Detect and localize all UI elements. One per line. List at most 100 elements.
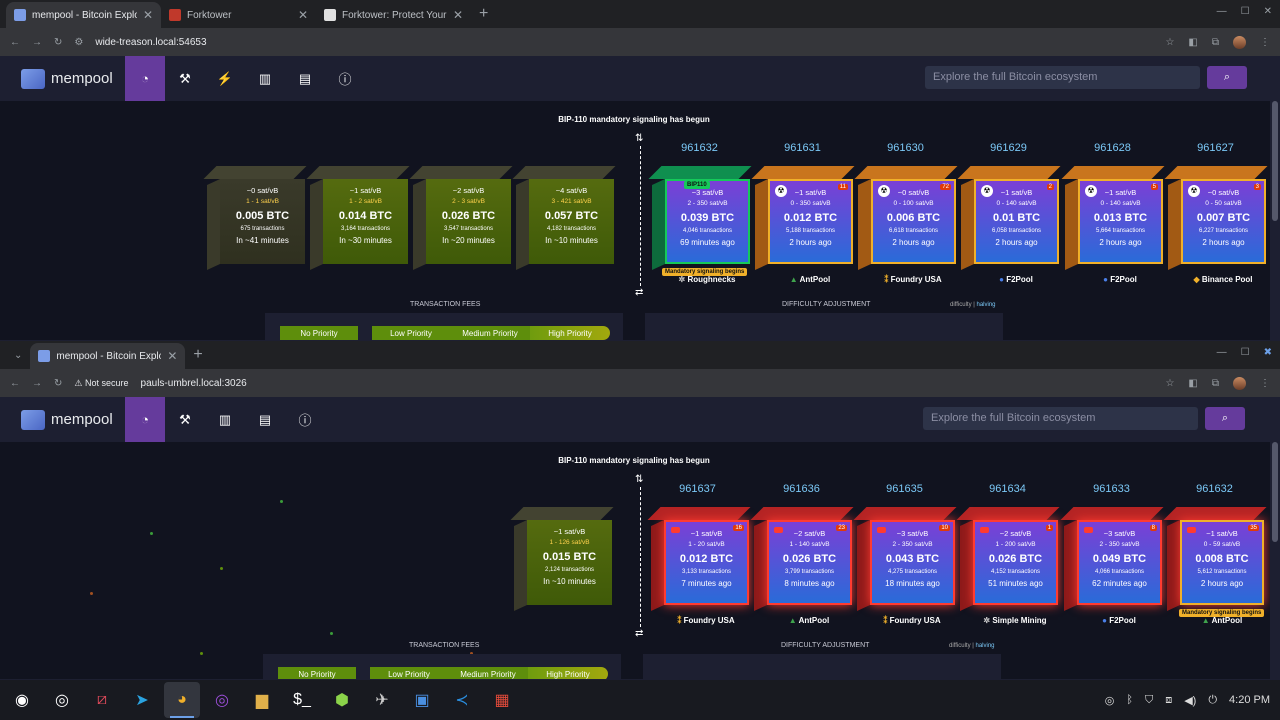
close-tab-icon[interactable]: ✕ — [452, 8, 463, 22]
swap-horizontal-icon[interactable]: ⇄ — [635, 628, 644, 639]
new-tab-button[interactable]: + — [193, 346, 203, 363]
bird-icon[interactable]: ✈ — [375, 692, 389, 709]
new-tab-button[interactable]: + — [479, 5, 489, 22]
swap-vertical-icon[interactable]: ⇅ — [635, 133, 644, 144]
mining-hammer-icon[interactable]: ⚒ — [179, 411, 191, 427]
close-window-icon[interactable]: ✖ — [1263, 347, 1272, 358]
dashboard-icon[interactable]: ◔ — [125, 56, 165, 101]
cube-icon[interactable]: ⬢ — [335, 692, 349, 709]
pending-block[interactable]: ~1 sat/vB 1 - 2 sat/vB 0.014 BTC 3,164 t… — [306, 166, 410, 271]
tab-forktower[interactable]: Forktower ✕ — [161, 2, 316, 28]
maximize-icon[interactable]: ☐ — [1240, 347, 1250, 358]
pool-name[interactable]: ⁑ Foundry USA — [651, 616, 761, 625]
mined-block[interactable]: 23 ~2 sat/vB 1 - 140 sat/vB 0.026 BTC 3,… — [750, 507, 854, 612]
site-info-icon[interactable]: ⚙ — [74, 36, 84, 48]
pool-name[interactable]: ● F2Pool — [961, 275, 1071, 284]
pending-block[interactable]: ~2 sat/vB 2 - 3 sat/vB 0.026 BTC 3,547 t… — [409, 166, 513, 271]
extension-icon[interactable]: ◧ — [1188, 36, 1198, 48]
close-window-icon[interactable]: ✕ — [1263, 6, 1272, 17]
menu-kebab-icon[interactable]: ⋮ — [1260, 36, 1270, 48]
shield-icon[interactable]: ⛉ — [1144, 693, 1154, 706]
mined-block[interactable]: 16 ~1 sat/vB 1 - 20 sat/vB 0.012 BTC 3,1… — [647, 507, 751, 612]
bluetooth-icon[interactable]: ᛒ — [1126, 694, 1133, 706]
search-button[interactable]: ⌕ — [1207, 66, 1247, 89]
mining-hammer-icon[interactable]: ⚒ — [179, 70, 191, 86]
block-height[interactable]: 961632 — [681, 142, 718, 154]
mined-block[interactable]: 1 ~2 sat/vB 1 - 200 sat/vB 0.026 BTC 4,1… — [956, 507, 1060, 612]
docs-icon[interactable]: ▤ — [258, 411, 272, 427]
pool-name[interactable]: ● F2Pool — [1064, 616, 1174, 625]
vscode-icon[interactable]: ≺ — [455, 692, 469, 709]
search-input[interactable]: Explore the full Bitcoin ecosystem — [923, 407, 1198, 430]
tor-icon[interactable]: ◎ — [215, 692, 229, 709]
info-icon[interactable]: ⓘ — [298, 413, 312, 428]
reload-icon[interactable]: ↻ — [54, 377, 63, 389]
mined-block[interactable]: ☢11 ~1 sat/vB 0 - 350 sat/vB 0.012 BTC 5… — [751, 166, 855, 271]
block-height[interactable]: 961631 — [784, 142, 821, 154]
search-input[interactable]: Explore the full Bitcoin ecosystem — [925, 66, 1200, 89]
extensions-puzzle-icon[interactable]: ⧉ — [1211, 36, 1219, 48]
profile-avatar[interactable] — [1233, 35, 1246, 49]
mined-block[interactable]: 35 ~1 sat/vB 0 - 59 sat/vB 0.008 BTC 5,6… — [1163, 507, 1267, 612]
block-height[interactable]: 961635 — [886, 483, 923, 495]
mined-block[interactable]: ~3 sat/vB 2 - 350 sat/vB 0.039 BTC 4,046… — [648, 166, 752, 271]
files-icon[interactable]: ▆ — [255, 692, 269, 709]
bookmark-star-icon[interactable]: ☆ — [1165, 377, 1175, 389]
block-height[interactable]: 961632 — [1196, 483, 1233, 495]
bookmark-star-icon[interactable]: ☆ — [1165, 36, 1175, 48]
block-height[interactable]: 961629 — [990, 142, 1027, 154]
search-button[interactable]: ⌕ — [1205, 407, 1245, 430]
extension-icon[interactable]: ◧ — [1188, 377, 1198, 389]
difficulty-link[interactable]: difficulty — [949, 643, 971, 649]
pool-name[interactable]: ▲ AntPool — [755, 275, 865, 284]
graphs-icon[interactable]: ▥ — [258, 70, 272, 86]
close-tab-icon[interactable]: ✕ — [167, 349, 178, 363]
pool-name[interactable]: ✲ Roughnecks — [652, 275, 762, 284]
telegram-icon[interactable]: ➤ — [135, 692, 149, 709]
block-height[interactable]: 961634 — [989, 483, 1026, 495]
terminal-icon[interactable]: $_ — [293, 691, 311, 708]
difficulty-link[interactable]: difficulty — [950, 302, 972, 308]
obs-icon[interactable]: ◎ — [55, 692, 69, 709]
chrome-icon[interactable]: ◕ — [164, 682, 200, 718]
network-icon[interactable]: ⧈ — [1165, 693, 1173, 706]
pending-block[interactable]: ~0 sat/vB 1 - 1 sat/vB 0.005 BTC 675 tra… — [203, 166, 307, 271]
mempool-logo[interactable]: mempool — [0, 409, 125, 430]
docs-icon[interactable]: ▤ — [298, 70, 312, 86]
block-height[interactable]: 961637 — [679, 483, 716, 495]
info-icon[interactable]: ⓘ — [338, 72, 352, 87]
block-height[interactable]: 961628 — [1094, 142, 1131, 154]
difficulty-toggle[interactable]: difficulty | halving — [949, 643, 995, 649]
tab-mempool[interactable]: mempool - Bitcoin Explorer ✕ — [6, 2, 161, 28]
pending-block[interactable]: ~4 sat/vB 3 - 421 sat/vB 0.057 BTC 4,182… — [512, 166, 616, 271]
mined-block[interactable]: 8 ~3 sat/vB 2 - 350 sat/vB 0.049 BTC 4,0… — [1060, 507, 1164, 612]
pool-name[interactable]: ▲ AntPool — [1167, 616, 1277, 625]
pending-block[interactable]: ~1 sat/vB 1 - 126 sat/vB 0.015 BTC 2,124… — [510, 507, 614, 612]
url-field[interactable]: pauls-umbrel.local:3026 — [140, 377, 247, 389]
not-secure-badge[interactable]: ⚠ Not secure — [74, 378, 128, 389]
pool-name[interactable]: ◆ Binance Pool — [1168, 275, 1278, 284]
remote-desktop-icon[interactable]: ▣ — [414, 692, 430, 709]
maximize-icon[interactable]: ☐ — [1240, 6, 1250, 17]
block-height[interactable]: 961630 — [887, 142, 924, 154]
mined-block[interactable]: ☢5 ~1 sat/vB 0 - 140 sat/vB 0.013 BTC 5,… — [1061, 166, 1165, 271]
back-icon[interactable]: ← — [10, 36, 20, 48]
pool-name[interactable]: ● F2Pool — [1065, 275, 1175, 284]
obs-tray-icon[interactable]: ◎ — [1104, 694, 1115, 707]
scrollbar[interactable] — [1270, 442, 1280, 679]
tab-forktower-protect[interactable]: Forktower: Protect Your Lig ✕ — [316, 2, 471, 28]
profile-avatar[interactable] — [1233, 376, 1246, 390]
power-icon[interactable]: ⏻ — [1208, 693, 1218, 706]
minimize-icon[interactable]: — — [1216, 347, 1227, 358]
pool-name[interactable]: ▲ AntPool — [754, 616, 864, 625]
close-tab-icon[interactable]: ✕ — [297, 8, 308, 22]
tab-mempool[interactable]: mempool - Bitcoin Explorer ✕ — [30, 343, 186, 369]
mined-block[interactable]: ☢2 ~1 sat/vB 0 - 140 sat/vB 0.01 BTC 6,0… — [957, 166, 1061, 271]
halving-link[interactable]: halving — [975, 643, 995, 649]
mined-block[interactable]: ☢3 ~0 sat/vB 0 - 50 sat/vB 0.007 BTC 6,2… — [1164, 166, 1268, 271]
start-menu-icon[interactable]: ◉ — [15, 692, 29, 709]
mined-block[interactable]: ☢72 ~0 sat/vB 0 - 100 sat/vB 0.006 BTC 6… — [854, 166, 958, 271]
pool-name[interactable]: ⁑ Foundry USA — [858, 275, 968, 284]
block-height[interactable]: 961636 — [783, 483, 820, 495]
scrollbar[interactable] — [1270, 101, 1280, 340]
